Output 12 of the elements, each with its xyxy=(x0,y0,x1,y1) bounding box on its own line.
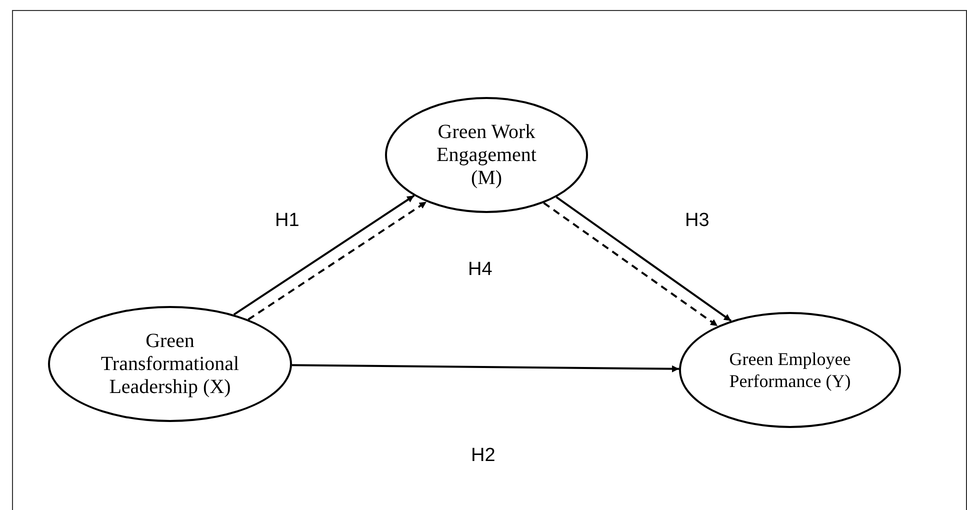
arrow xyxy=(556,196,732,322)
hypothesis-label: H4 xyxy=(468,258,492,282)
arrow xyxy=(543,202,718,327)
variable-name: Green Work Engagement (M) xyxy=(436,120,538,190)
arrow xyxy=(233,194,415,316)
arrow xyxy=(248,200,428,320)
variable-name: Green Employee Performance (Y) xyxy=(728,348,852,392)
hypothesis-label: H3 xyxy=(685,209,710,233)
variable-name: Green Transformational Leadership (X) xyxy=(100,330,240,398)
hypothesis-label: H1 xyxy=(275,209,300,233)
hypothesis-label: H2 xyxy=(471,444,496,468)
arrow xyxy=(292,364,680,372)
